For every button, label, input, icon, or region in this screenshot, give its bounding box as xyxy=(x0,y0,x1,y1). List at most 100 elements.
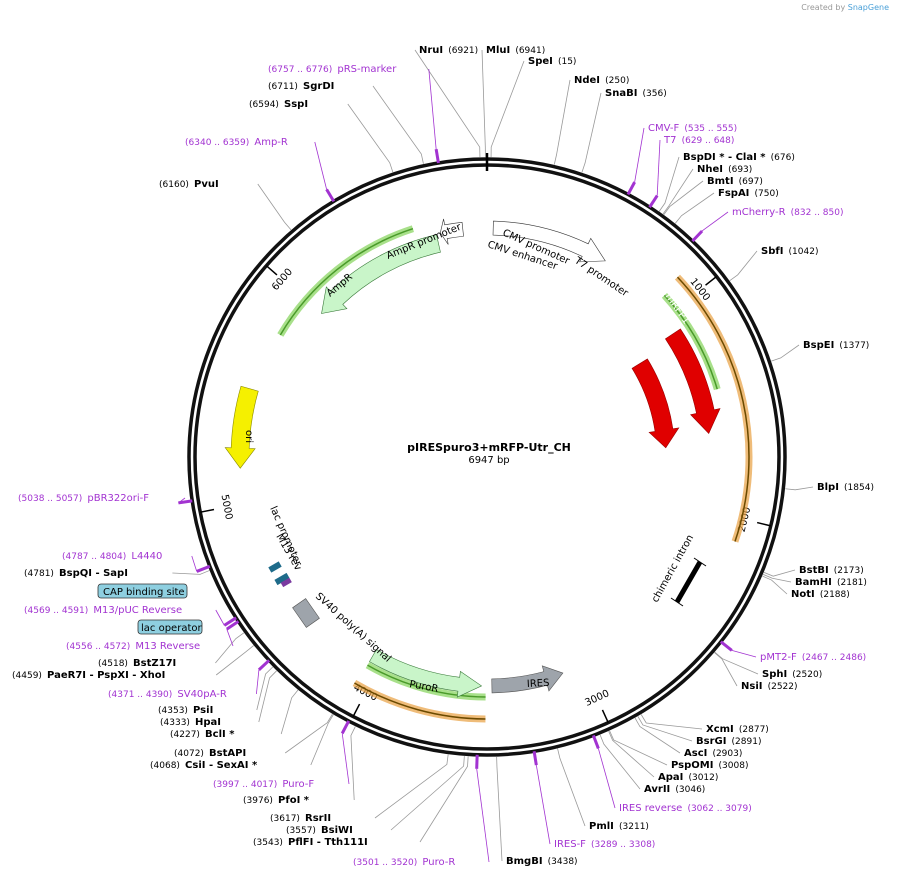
primer-label-6: IRES reverse (3062 .. 3079) xyxy=(619,796,752,815)
site-position: (3008) xyxy=(719,761,749,771)
primer-mark-12 xyxy=(223,616,237,627)
primer-range: (3997 .. 4017) xyxy=(213,780,277,790)
tick-5000 xyxy=(200,508,215,513)
primer-name: pMT2-F xyxy=(760,652,797,663)
site-label-12: BstBI (2173) xyxy=(799,558,864,577)
primer-mark-5 xyxy=(719,640,733,652)
site-label-38: (6594) SspI xyxy=(249,92,308,111)
site-position: (250) xyxy=(605,76,629,86)
site-line-8 xyxy=(674,192,715,224)
primer-name: SV40pA-R xyxy=(177,689,226,700)
site-line-39 xyxy=(372,85,424,164)
primer-name: M13 Reverse xyxy=(135,641,200,652)
tick-label-3000: 3000 xyxy=(583,688,611,709)
site-position: (693) xyxy=(728,165,752,175)
primer-mark-2 xyxy=(626,181,636,196)
tick-6000 xyxy=(265,265,278,276)
lac-block-3 xyxy=(280,577,292,588)
site-name: PaeR7I - PspXI - XhoI xyxy=(47,670,165,681)
site-label-18: BsrGI (2891) xyxy=(696,729,761,748)
primer-mark-9 xyxy=(340,720,351,735)
site-line-25 xyxy=(419,756,469,843)
primer-range: (4569 .. 4591) xyxy=(24,606,88,616)
site-line-10 xyxy=(771,344,800,362)
site-position: (4333) xyxy=(160,718,190,728)
mrfp1-label-b: mRFP1 xyxy=(620,321,649,356)
site-line-29 xyxy=(310,714,334,766)
primer-label-8: (3501 .. 3520) Puro-R xyxy=(353,850,455,869)
site-name: SphI xyxy=(762,669,787,680)
site-line-0 xyxy=(414,49,481,158)
puro-green-arc xyxy=(367,664,486,698)
site-line-33 xyxy=(256,666,274,711)
site-label-31: (4227) BclI * xyxy=(170,722,235,741)
primer-line-8 xyxy=(476,768,490,863)
site-position: (676) xyxy=(771,153,795,163)
site-position: (2903) xyxy=(712,749,742,759)
tick-1000 xyxy=(705,275,717,286)
site-position: (4518) xyxy=(98,659,128,669)
site-line-31 xyxy=(280,689,299,735)
site-label-11: BlpI (1854) xyxy=(817,475,874,494)
site-label-17: XcmI (2877) xyxy=(706,717,769,736)
primer-line-6 xyxy=(597,748,616,809)
site-name: BstZ17I xyxy=(133,658,176,669)
sv40-block xyxy=(292,598,320,628)
primer-range: (535 .. 555) xyxy=(684,124,737,134)
site-position: (6921) xyxy=(448,46,478,56)
site-name: BlpI xyxy=(817,482,839,493)
primer-label-0: (6757 .. 6776) pRS-marker xyxy=(268,57,397,76)
site-position: (3976) xyxy=(243,796,273,806)
primer-label-13: (4787 .. 4804) L4440 xyxy=(62,544,162,563)
site-position: (1042) xyxy=(789,247,819,257)
site-label-30: (4072) BstAPI xyxy=(174,741,246,760)
site-position: (4353) xyxy=(158,706,188,716)
site-position: (3046) xyxy=(675,785,705,795)
primer-name: Puro-R xyxy=(422,857,455,868)
primer-label-1: (6340 .. 6359) Amp-R xyxy=(185,130,288,149)
mrfp1-label-a: mRFP1 xyxy=(663,291,692,326)
primer-line-2 xyxy=(634,127,645,183)
site-name: XcmI xyxy=(706,724,734,735)
site-name: PvuI xyxy=(194,179,219,190)
site-label-0: NruI (6921) xyxy=(419,38,478,57)
primer-mark-10 xyxy=(257,659,271,671)
primer-mark-1 xyxy=(325,188,336,203)
site-label-27: (3617) RsrII xyxy=(270,806,331,825)
tick-3000 xyxy=(601,709,609,723)
site-label-14: NotI (2188) xyxy=(791,582,850,601)
ampr-arrow xyxy=(321,234,441,314)
site-label-2: SpeI (15) xyxy=(528,49,576,68)
site-position: (4459) xyxy=(12,671,42,681)
site-position: (356) xyxy=(643,89,667,99)
primer-mark-14 xyxy=(178,499,193,505)
labels: NruI (6921)MluI (6941)SpeI (15)NdeI (250… xyxy=(12,38,874,869)
primer-name: IRES-F xyxy=(554,839,586,850)
site-name: NotI xyxy=(791,589,815,600)
primer-mark-11 xyxy=(225,620,240,631)
primer-name: L4440 xyxy=(131,551,162,562)
site-position: (1854) xyxy=(844,483,874,493)
primer-label-3: T7 (629 .. 648) xyxy=(663,128,734,147)
site-name: BstBI xyxy=(799,565,829,576)
site-line-11 xyxy=(785,486,814,491)
cap-binding-site-box xyxy=(97,583,188,599)
site-line-17 xyxy=(640,714,703,730)
lac-block-2 xyxy=(274,572,290,586)
site-name: BmtI xyxy=(707,176,734,187)
site-line-4 xyxy=(581,92,602,173)
primer-label-11: (4556 .. 4572) M13 Reverse xyxy=(66,634,200,653)
credit-prefix: Created by xyxy=(801,3,846,12)
ori-arrow xyxy=(224,385,259,469)
site-label-33: (4353) PsiI xyxy=(158,698,213,717)
snapgene-brand: SnapGene xyxy=(847,3,889,12)
site-position: (4227) xyxy=(170,730,200,740)
mrfp1-primer-arc xyxy=(676,276,750,542)
site-label-39: (6711) SgrDI xyxy=(268,74,334,93)
primer-range: (6757 .. 6776) xyxy=(268,65,332,75)
primer-line-9 xyxy=(341,733,350,785)
mrfp1-arrow-a xyxy=(665,328,721,435)
site-name: CsiI - SexAI * xyxy=(185,760,258,771)
chimeric-intron-mark xyxy=(674,560,703,604)
primer-line-14 xyxy=(178,497,186,504)
